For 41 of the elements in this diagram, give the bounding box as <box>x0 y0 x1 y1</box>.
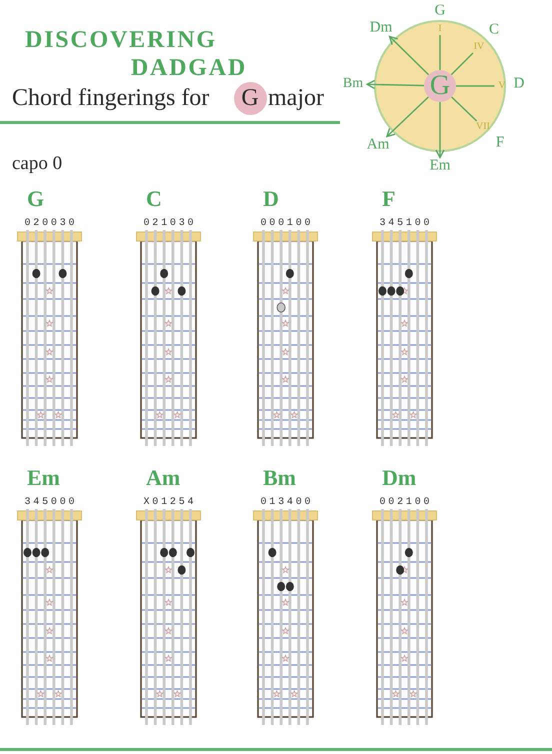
chord-name: D <box>263 187 279 211</box>
scale-degree-label: VII <box>472 121 494 133</box>
connector-line <box>451 96 478 122</box>
chord-name: Dm <box>382 466 416 490</box>
scale-degree-label: IV <box>470 41 488 53</box>
fret-numbers: 013400 <box>260 497 314 508</box>
chord-label: D <box>514 76 524 92</box>
chord-name: Bm <box>263 466 296 490</box>
subtitle-text: major <box>268 86 324 110</box>
fret-numbers: 345100 <box>380 218 432 229</box>
key-note-marker: G <box>424 70 456 102</box>
key-note-marker: G <box>234 82 266 114</box>
fret-numbers: 021030 <box>144 218 196 229</box>
fret-numbers: 345000 <box>24 497 78 508</box>
chord-name: F <box>382 187 396 211</box>
fret-numbers: 002100 <box>380 497 432 508</box>
subtitle-text: Chord fingerings for <box>12 86 210 110</box>
chord-label: Dm <box>366 20 396 36</box>
chord-label: Am <box>362 136 394 154</box>
fret-numbers: 000100 <box>260 218 314 229</box>
scale-degree-label: I <box>434 23 446 35</box>
connector-line <box>439 35 441 70</box>
connector-line <box>456 85 494 87</box>
arrow <box>435 102 445 158</box>
fret-numbers: X01254 <box>144 497 196 508</box>
arrow <box>366 80 424 90</box>
chord-label: Em <box>426 158 454 174</box>
chord-name: C <box>146 187 162 211</box>
arrow <box>388 36 430 76</box>
chord-name: G <box>27 187 44 211</box>
fret-numbers: 020030 <box>24 218 78 229</box>
chord-label: C <box>489 22 499 38</box>
arrow <box>386 96 429 138</box>
chord-name: Em <box>27 466 60 490</box>
chord-label: F <box>496 136 504 150</box>
chord-name: Am <box>146 466 180 490</box>
title-text: DISCOVERING DADGAD <box>25 26 247 82</box>
capo-text: capo 0 <box>12 154 62 173</box>
connector-line <box>450 52 474 76</box>
chord-label: Bm <box>338 76 368 92</box>
chord-label: G <box>434 4 446 18</box>
